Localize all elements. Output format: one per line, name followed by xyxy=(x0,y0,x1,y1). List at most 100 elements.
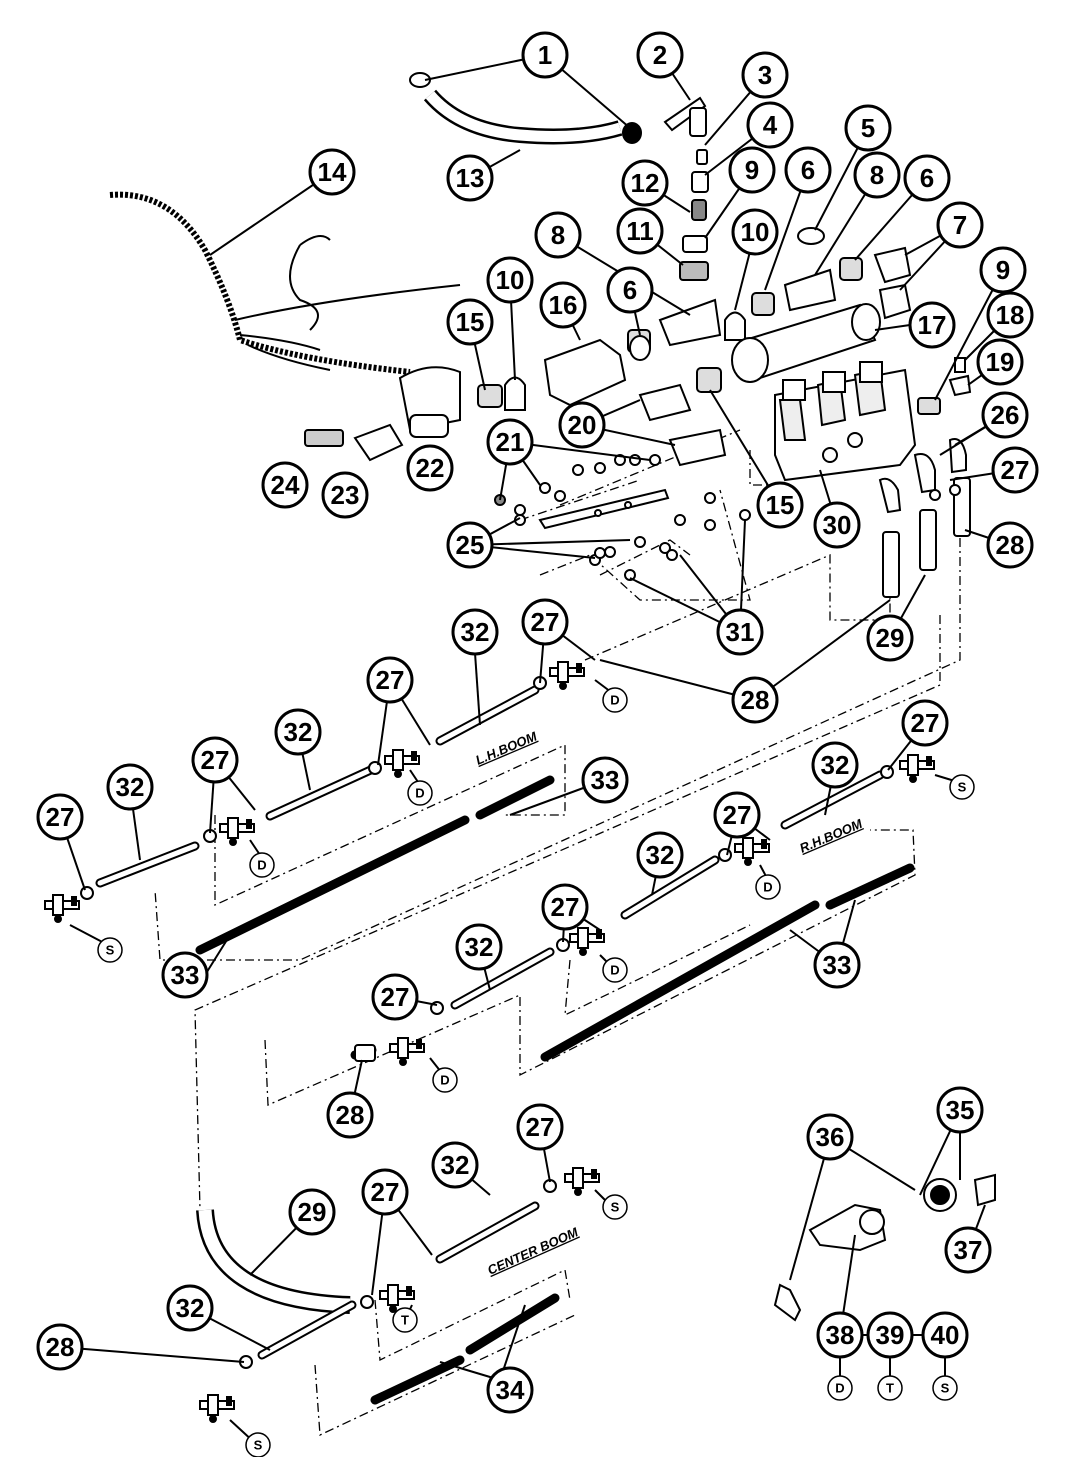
bracket xyxy=(538,488,670,530)
callout-8: 8 xyxy=(534,211,582,259)
svg-text:18: 18 xyxy=(996,300,1025,330)
letter-s: S xyxy=(602,1194,628,1220)
cap-1a xyxy=(409,72,431,88)
callout-7: 7 xyxy=(936,201,984,249)
callout-25: 25 xyxy=(446,521,494,569)
callout-32: 32 xyxy=(451,608,499,656)
svg-text:22: 22 xyxy=(416,453,445,483)
svg-text:32: 32 xyxy=(646,840,675,870)
callout-27: 27 xyxy=(901,699,949,747)
svg-text:35: 35 xyxy=(946,1095,975,1125)
svg-text:37: 37 xyxy=(954,1235,983,1265)
svg-text:15: 15 xyxy=(766,490,795,520)
svg-text:10: 10 xyxy=(741,217,770,247)
callout-37: 37 xyxy=(944,1226,992,1274)
callout-27: 27 xyxy=(191,736,239,784)
callout-32: 32 xyxy=(274,708,322,756)
svg-text:15: 15 xyxy=(456,307,485,337)
svg-text:25: 25 xyxy=(456,530,485,560)
letter-d: D xyxy=(249,852,275,878)
svg-text:21: 21 xyxy=(496,427,525,457)
letter-t: T xyxy=(877,1375,903,1401)
callout-15: 15 xyxy=(446,298,494,346)
svg-text:33: 33 xyxy=(823,950,852,980)
callouts: 1 2 3 4 5 6 6 6 7 8 8 9 9 10 10 11 12 13… xyxy=(36,31,1039,1414)
svg-text:27: 27 xyxy=(376,665,405,695)
svg-text:6: 6 xyxy=(920,163,934,193)
svg-text:S: S xyxy=(254,1438,263,1453)
callout-10: 10 xyxy=(731,208,779,256)
callout-32: 32 xyxy=(636,831,684,879)
callout-18: 18 xyxy=(986,291,1034,339)
svg-text:27: 27 xyxy=(201,745,230,775)
svg-text:28: 28 xyxy=(46,1332,75,1362)
svg-text:32: 32 xyxy=(821,750,850,780)
svg-text:3: 3 xyxy=(758,60,772,90)
svg-text:27: 27 xyxy=(911,708,940,738)
svg-text:30: 30 xyxy=(823,510,852,540)
svg-text:S: S xyxy=(611,1200,620,1215)
svg-text:27: 27 xyxy=(531,607,560,637)
letter-d: D xyxy=(602,957,628,983)
callout-32: 32 xyxy=(455,923,503,971)
svg-text:D: D xyxy=(610,963,619,978)
hose-28 xyxy=(882,531,900,598)
svg-text:27: 27 xyxy=(371,1177,400,1207)
callout-36: 36 xyxy=(806,1113,854,1161)
rh-boom-label: R.H.BOOM xyxy=(797,816,865,856)
callout-6: 6 xyxy=(784,146,832,194)
letter-t: T xyxy=(392,1307,418,1333)
callout-40: 40 xyxy=(921,1311,969,1359)
filter-16 xyxy=(543,338,627,407)
callout-6: 6 xyxy=(903,154,951,202)
letter-d: D xyxy=(432,1067,458,1093)
callout-19: 19 xyxy=(976,338,1024,386)
svg-text:33: 33 xyxy=(591,765,620,795)
svg-text:9: 9 xyxy=(745,155,759,185)
letter-s: S xyxy=(97,937,123,963)
svg-text:32: 32 xyxy=(465,932,494,962)
svg-text:29: 29 xyxy=(876,623,905,653)
callout-33: 33 xyxy=(161,951,209,999)
svg-text:13: 13 xyxy=(456,163,485,193)
callout-15: 15 xyxy=(756,481,804,529)
callout-9: 9 xyxy=(728,146,776,194)
callout-10: 10 xyxy=(486,256,534,304)
svg-text:6: 6 xyxy=(801,155,815,185)
parts xyxy=(80,72,996,1369)
svg-text:32: 32 xyxy=(116,772,145,802)
svg-text:32: 32 xyxy=(284,717,313,747)
callout-12: 12 xyxy=(621,159,669,207)
callout-28: 28 xyxy=(986,521,1034,569)
svg-text:2: 2 xyxy=(653,40,667,70)
svg-text:28: 28 xyxy=(741,685,770,715)
callout-17: 17 xyxy=(908,301,956,349)
svg-text:D: D xyxy=(763,880,772,895)
callout-20: 20 xyxy=(558,401,606,449)
svg-text:27: 27 xyxy=(1001,455,1030,485)
callout-32: 32 xyxy=(106,763,154,811)
cap-1b xyxy=(622,122,642,144)
svg-text:9: 9 xyxy=(996,255,1010,285)
svg-text:34: 34 xyxy=(496,1375,525,1405)
callout-23: 23 xyxy=(321,471,369,519)
svg-text:S: S xyxy=(106,943,115,958)
callout-16: 16 xyxy=(539,281,587,329)
svg-text:16: 16 xyxy=(549,290,578,320)
lh-boom-label: L.H.BOOM xyxy=(473,728,540,768)
svg-text:29: 29 xyxy=(298,1197,327,1227)
callout-27: 27 xyxy=(366,656,414,704)
svg-text:32: 32 xyxy=(461,617,490,647)
svg-text:D: D xyxy=(610,693,619,708)
svg-text:S: S xyxy=(941,1381,950,1396)
callout-39: 39 xyxy=(866,1311,914,1359)
callout-11: 11 xyxy=(616,207,664,255)
svg-text:D: D xyxy=(415,786,424,801)
svg-text:28: 28 xyxy=(996,530,1025,560)
assembly-lines xyxy=(154,429,961,1436)
svg-text:4: 4 xyxy=(763,110,778,140)
svg-text:7: 7 xyxy=(953,210,967,240)
svg-text:19: 19 xyxy=(986,347,1015,377)
svg-text:12: 12 xyxy=(631,168,660,198)
svg-text:20: 20 xyxy=(568,410,597,440)
